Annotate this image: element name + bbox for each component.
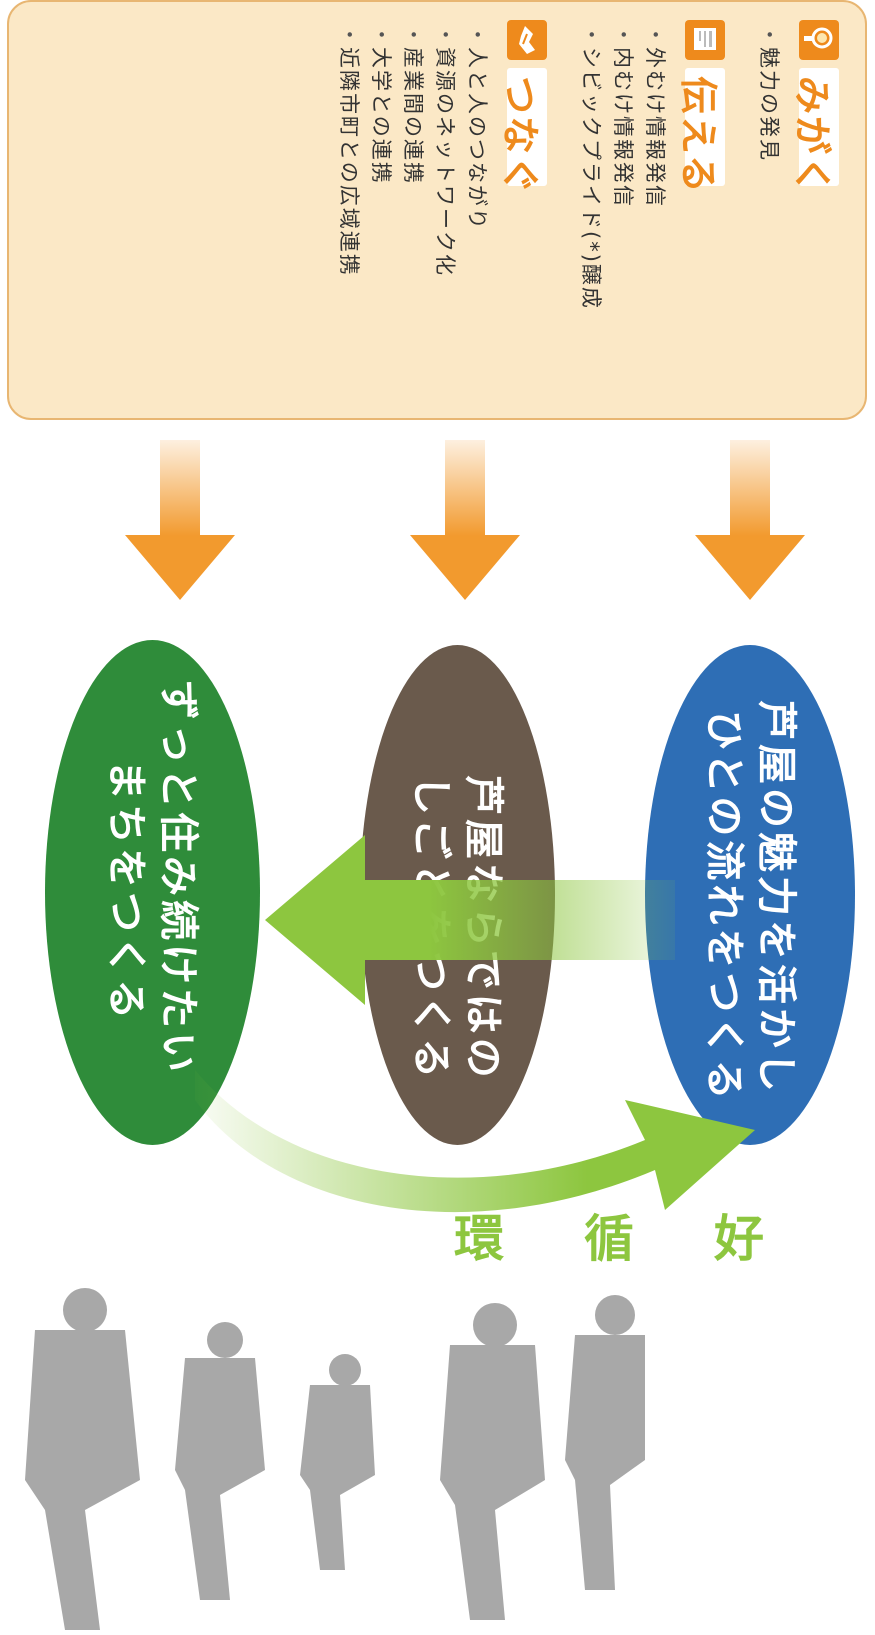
cycle-arrow-icon xyxy=(195,1070,755,1213)
magnifier-icon xyxy=(799,20,839,60)
action-panel: みがく 魅力の発見 伝える 外むけ情報発信 内むけ情報発信 シビックプライド(*… xyxy=(7,0,867,420)
section-title: みがく xyxy=(790,76,834,197)
flow-arrow-icon xyxy=(265,835,675,1005)
list-item: 内むけ情報発信 xyxy=(607,24,639,310)
list-item: 魅力の発見 xyxy=(753,24,785,162)
newspaper-icon xyxy=(685,20,725,60)
ellipse-line: 芦屋の魅力を活かし xyxy=(753,700,799,1096)
section-items-migaku: 魅力の発見 xyxy=(753,24,785,162)
ellipse-line: ずっと住み続けたい xyxy=(155,680,202,1076)
list-item: 人と人のつながり xyxy=(461,24,493,277)
section-items-tsutaeru: 外むけ情報発信 内むけ情報発信 シビックプライド(*)醸成 xyxy=(575,24,671,310)
list-item: 大学との連携 xyxy=(365,24,397,277)
ellipse-line: ひとの流れをつくる xyxy=(701,710,747,1104)
arrow-down-icon xyxy=(125,440,235,600)
ellipse-line: まちをつくる xyxy=(103,760,150,1024)
cycle-label-char: 好 xyxy=(714,1210,764,1268)
section-header-tsunagu: つなぐ xyxy=(498,12,553,412)
cycle-label-char: 環 xyxy=(454,1210,504,1268)
section-header-migaku: みがく xyxy=(790,12,845,412)
section-items-tsunagu: 人と人のつながり 資源のネットワーク化 産業間の連携 大学との連携 近隣市町との… xyxy=(333,24,493,277)
list-item: 外むけ情報発信 xyxy=(639,24,671,310)
list-item: シビックプライド(*)醸成 xyxy=(575,24,607,310)
arrow-down-icon xyxy=(410,440,520,600)
arrow-down-icon xyxy=(695,440,805,600)
list-item: 近隣市町との広域連携 xyxy=(333,24,365,277)
cycle-label-char: 循 xyxy=(584,1210,634,1268)
section-header-tsutaeru: 伝える xyxy=(676,12,731,412)
list-item: 資源のネットワーク化 xyxy=(429,24,461,277)
section-title: 伝える xyxy=(676,76,720,195)
handshake-icon xyxy=(507,20,547,60)
section-title: つなぐ xyxy=(498,76,542,197)
people-silhouette-icon xyxy=(25,1288,645,1630)
list-item: 産業間の連携 xyxy=(397,24,429,277)
